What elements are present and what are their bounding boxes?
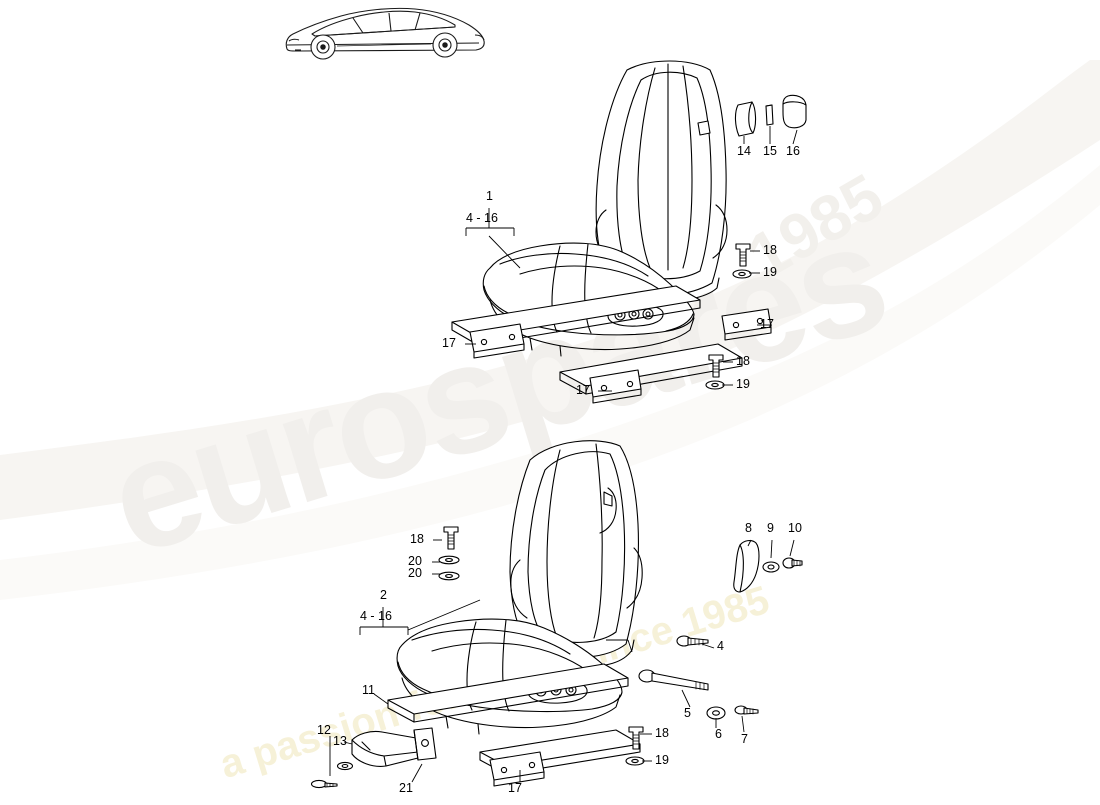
- callout-20-b: 20: [408, 566, 422, 580]
- callout-18-upper-right: 18: [763, 243, 777, 257]
- callout-17-bottom: 17: [508, 781, 522, 795]
- callout-17-upper-right: 17: [760, 317, 774, 331]
- callout-13: 13: [333, 734, 347, 748]
- callout-18-bottom: 18: [655, 726, 669, 740]
- callout-17-mid: 17: [576, 383, 590, 397]
- callout-18-lower-left: 18: [410, 532, 424, 546]
- callout-4-16-upper: 4 - 16: [466, 211, 498, 225]
- callout-16: 16: [786, 144, 800, 158]
- callout-12: 12: [317, 723, 331, 737]
- callout-9: 9: [767, 521, 774, 535]
- callout-7: 7: [741, 732, 748, 746]
- callout-21: 21: [399, 781, 413, 795]
- callout-11: 11: [362, 683, 375, 697]
- callout-20-a: 20: [408, 554, 422, 568]
- callout-17-upper-left: 17: [442, 336, 456, 350]
- callout-19-bottom: 19: [655, 753, 669, 767]
- callout-19-mid-right: 19: [736, 377, 750, 391]
- callout-6: 6: [715, 727, 722, 741]
- callout-19-upper-right: 19: [763, 265, 777, 279]
- callout-4-16-lower: 4 - 16: [360, 609, 392, 623]
- callout-14: 14: [737, 144, 751, 158]
- callout-8: 8: [745, 521, 752, 535]
- callout-2: 2: [380, 588, 387, 602]
- callout-1: 1: [486, 189, 493, 203]
- callout-5: 5: [684, 706, 691, 720]
- callout-15: 15: [763, 144, 777, 158]
- callout-10: 10: [788, 521, 802, 535]
- vehicle-thumbnail: [279, 3, 493, 65]
- callout-4: 4: [717, 639, 724, 653]
- callout-18-mid-right: 18: [736, 354, 750, 368]
